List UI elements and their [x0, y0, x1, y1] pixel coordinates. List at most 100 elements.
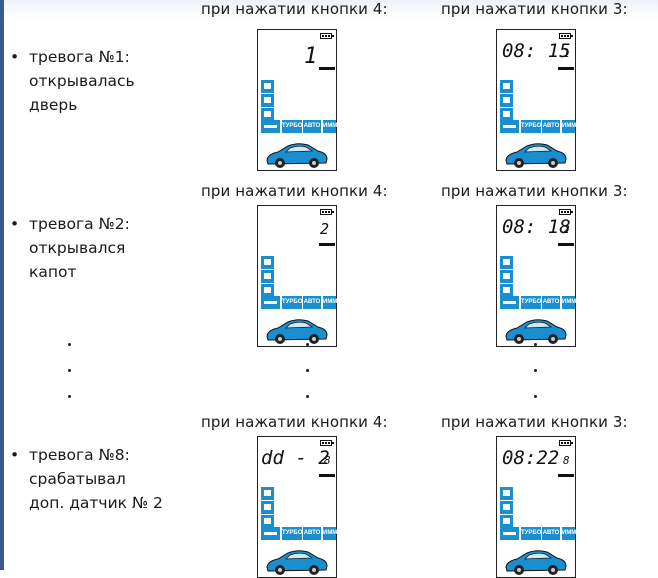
caption-button-4: при нажатии кнопки 4:: [201, 413, 388, 431]
lcd-main-readout: 1: [304, 44, 318, 69]
hood-icon: [500, 94, 513, 107]
door-icon: [261, 487, 274, 500]
alarm-2-line-2: открывался: [29, 239, 126, 257]
car-icon: [266, 550, 328, 575]
battery-icon: [559, 209, 573, 215]
door-icon: [500, 256, 513, 269]
ellipsis-dot: [68, 343, 71, 346]
lcd-sub-readout: 8: [563, 454, 570, 467]
alarm-1-description: • тревога №1: открывалась дверь: [10, 45, 135, 117]
key-icon: [261, 527, 280, 540]
lcd-tag-mark: [319, 243, 335, 246]
lcd-tag-mark: [558, 67, 574, 70]
key-icon: [500, 120, 519, 133]
car-icon: [505, 319, 567, 344]
lcd-tag-mark: [558, 243, 574, 246]
ellipsis-dot: [534, 343, 537, 346]
lcd-mode-label: АВТО: [542, 527, 560, 540]
door-icon: [500, 487, 513, 500]
lcd-mode-label: ТУРБО: [521, 120, 541, 133]
car-icon: [505, 550, 567, 575]
key-icon: [500, 296, 519, 309]
alarm-2-description: • тревога №2: открывался капот: [10, 212, 130, 284]
alarm-8-line-3: доп. датчик № 2: [29, 494, 163, 512]
ellipsis-dot: [68, 395, 71, 398]
lcd-mode-label: ТУРБО: [282, 296, 302, 309]
battery-icon: [320, 209, 334, 215]
caption-button-4: при нажатии кнопки 4:: [201, 0, 388, 18]
hood-icon: [261, 94, 274, 107]
alarm-8-line-2: срабатывал: [29, 470, 126, 488]
hood-icon: [500, 501, 513, 514]
lcd-sub-readout: 2: [563, 223, 570, 236]
door-icon: [261, 80, 274, 93]
lcd-mode-label: ИММО: [562, 527, 581, 540]
lcd-sub-readout: 8: [324, 454, 331, 467]
lcd-mode-label: АВТО: [542, 120, 560, 133]
hood-icon: [500, 270, 513, 283]
caption-button-3: при нажатии кнопки 3:: [441, 413, 628, 431]
car-icon: [505, 143, 567, 168]
lcd-mode-label: ИММО: [323, 296, 342, 309]
battery-icon: [559, 33, 573, 39]
lcd-main-readout: 08: 18: [502, 216, 571, 238]
shock-sensor-icon: [261, 108, 274, 121]
caption-button-4: при нажатии кнопки 4:: [201, 182, 388, 200]
lcd-mode-label: ИММО: [562, 120, 581, 133]
car-icon: [266, 143, 328, 168]
lcd-mode-label: ИММО: [323, 120, 342, 133]
hood-icon: [261, 270, 274, 283]
shock-sensor-icon: [500, 515, 513, 528]
lcd-main-readout: 08: 15: [502, 40, 571, 62]
key-icon: [261, 120, 280, 133]
lcd-tag-mark: [558, 474, 574, 477]
lcd-mode-label: ИММО: [562, 296, 581, 309]
ellipsis-dot: [306, 395, 309, 398]
lcd-tag-mark: [319, 67, 335, 70]
key-icon: [261, 296, 280, 309]
lcd-main-readout: dd - 2: [261, 447, 330, 469]
shock-sensor-icon: [500, 284, 513, 297]
door-icon: [500, 80, 513, 93]
ellipsis-dot: [68, 369, 71, 372]
ellipsis-dot: [534, 395, 537, 398]
lcd-main-readout: 08:22: [502, 447, 560, 469]
car-icon: [266, 319, 328, 344]
lcd-sub-readout: 1: [563, 47, 570, 60]
door-icon: [261, 256, 274, 269]
lcd-mode-label: АВТО: [303, 527, 321, 540]
lcd-mode-label: ТУРБО: [521, 527, 541, 540]
shock-sensor-icon: [261, 284, 274, 297]
bullet: •: [10, 446, 20, 464]
battery-icon: [320, 33, 334, 39]
caption-button-3: при нажатии кнопки 3:: [441, 0, 628, 18]
alarm-2-line-1: тревога №2:: [29, 215, 130, 233]
bullet: •: [10, 215, 20, 233]
alarm-1-line-2: открывалась: [29, 72, 135, 90]
ellipsis-dot: [306, 369, 309, 372]
alarm-2-line-3: капот: [29, 263, 77, 281]
caption-button-3: при нажатии кнопки 3:: [441, 182, 628, 200]
lcd-tag-mark: [319, 474, 335, 477]
key-icon: [500, 527, 519, 540]
shock-sensor-icon: [261, 515, 274, 528]
lcd-mode-label: АВТО: [542, 296, 560, 309]
alarm-1-line-1: тревога №1:: [29, 48, 130, 66]
alarm-8-description: • тревога №8: срабатывал доп. датчик № 2: [10, 443, 163, 515]
lcd-main-readout: 2: [320, 220, 330, 238]
lcd-mode-label: ТУРБО: [282, 120, 302, 133]
lcd-mode-label: АВТО: [303, 120, 321, 133]
bullet: •: [10, 48, 20, 66]
lcd-mode-label: ТУРБО: [282, 527, 302, 540]
ellipsis-dot: [534, 369, 537, 372]
ellipsis-dot: [306, 343, 309, 346]
shock-sensor-icon: [500, 108, 513, 121]
alarm-8-line-1: тревога №8:: [29, 446, 130, 464]
lcd-mode-label: ТУРБО: [521, 296, 541, 309]
